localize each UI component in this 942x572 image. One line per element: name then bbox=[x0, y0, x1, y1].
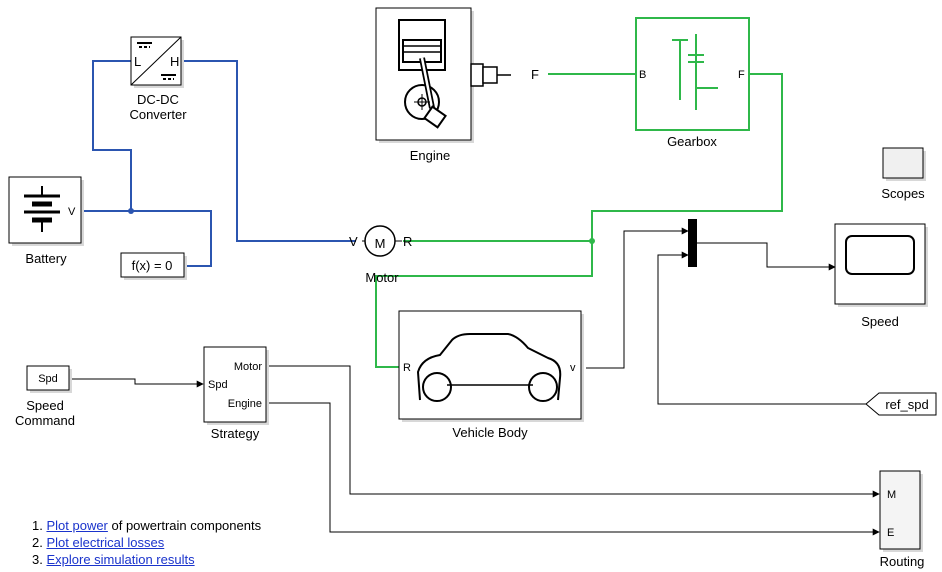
ref-spd-block[interactable]: ref_spd bbox=[865, 392, 937, 416]
engine-block[interactable] bbox=[375, 7, 511, 143]
annotation-num: 1. bbox=[32, 518, 43, 533]
vehicle-port-r: R bbox=[403, 362, 411, 374]
vehicle-body-label: Vehicle Body bbox=[452, 425, 528, 440]
engine-piston-icon bbox=[398, 19, 447, 129]
explore-simulation-results-link[interactable]: Explore simulation results bbox=[46, 552, 195, 567]
speed-scope-label: Speed bbox=[861, 314, 899, 329]
car-icon bbox=[416, 333, 562, 402]
dcdc-port-low: L bbox=[134, 54, 141, 69]
gearbox-block[interactable]: B F bbox=[635, 17, 750, 131]
annotation-text: of powertrain components bbox=[107, 518, 262, 533]
speed-scope-block[interactable] bbox=[834, 223, 928, 307]
annotation-item-3: 3. Explore simulation results bbox=[32, 551, 261, 568]
routing-label: Routing bbox=[880, 554, 925, 569]
strategy-port-spd: Spd bbox=[208, 379, 228, 391]
battery-icon bbox=[24, 186, 60, 232]
motor-label: Motor bbox=[365, 270, 399, 285]
battery-label: Battery bbox=[25, 251, 67, 266]
signal-connections bbox=[72, 227, 880, 536]
gearbox-label: Gearbox bbox=[667, 134, 717, 149]
strategy-port-engine: Engine bbox=[228, 398, 262, 410]
plot-power-link[interactable]: Plot power bbox=[46, 518, 108, 533]
gearbox-port-b: B bbox=[639, 69, 646, 81]
battery-port-v: V bbox=[68, 206, 76, 218]
solver-config-block[interactable]: f(x) = 0 bbox=[120, 252, 187, 280]
routing-port-m: M bbox=[887, 489, 896, 501]
gearbox-port-f: F bbox=[738, 69, 745, 81]
ref-spd-text: ref_spd bbox=[885, 397, 928, 412]
dcdc-converter-block[interactable]: L H bbox=[130, 36, 184, 88]
plot-electrical-losses-link[interactable]: Plot electrical losses bbox=[46, 535, 165, 550]
vehicle-body-block[interactable]: R v bbox=[398, 310, 584, 422]
scope-screen-icon bbox=[845, 235, 915, 275]
routing-port-e: E bbox=[887, 527, 894, 539]
annotation-num: 2. bbox=[32, 535, 43, 550]
mechanical-connections bbox=[375, 73, 783, 368]
strategy-label: Strategy bbox=[211, 426, 260, 441]
strategy-block[interactable]: Spd Motor Engine bbox=[203, 346, 269, 425]
dcdc-label-1: DC-DC bbox=[137, 92, 179, 107]
routing-block[interactable]: M E bbox=[879, 470, 923, 552]
scopes-block[interactable] bbox=[882, 147, 926, 181]
scopes-label: Scopes bbox=[881, 186, 925, 201]
mux-block[interactable] bbox=[688, 219, 697, 267]
annotation-item-1: 1. Plot power of powertrain components bbox=[32, 517, 261, 534]
motor-block[interactable]: M bbox=[362, 225, 402, 257]
motor-port-r: R bbox=[403, 234, 412, 249]
battery-block[interactable]: V bbox=[8, 176, 84, 246]
annotation-links: 1. Plot power of powertrain components 2… bbox=[32, 517, 261, 568]
speed-command-block[interactable]: Spd bbox=[26, 365, 72, 393]
dcdc-label-2: Converter bbox=[129, 107, 187, 122]
vehicle-port-v: v bbox=[570, 362, 576, 374]
gear-icon bbox=[672, 34, 718, 110]
speed-command-text: Spd bbox=[38, 373, 58, 385]
motor-symbol-icon: M bbox=[375, 236, 386, 251]
strategy-port-motor: Motor bbox=[234, 361, 262, 373]
electrical-connections bbox=[80, 60, 356, 267]
annotation-num: 3. bbox=[32, 552, 43, 567]
solver-text: f(x) = 0 bbox=[132, 258, 173, 273]
dc-symbol-icon bbox=[137, 42, 176, 80]
annotation-item-2: 2. Plot electrical losses bbox=[32, 534, 261, 551]
motor-port-v: V bbox=[349, 234, 358, 249]
speed-command-label-1: Speed bbox=[26, 398, 64, 413]
dcdc-port-high: H bbox=[170, 54, 179, 69]
engine-shaft-icon bbox=[470, 63, 511, 87]
engine-port-f: F bbox=[531, 67, 539, 82]
speed-command-label-2: Command bbox=[15, 413, 75, 428]
engine-label: Engine bbox=[410, 148, 450, 163]
